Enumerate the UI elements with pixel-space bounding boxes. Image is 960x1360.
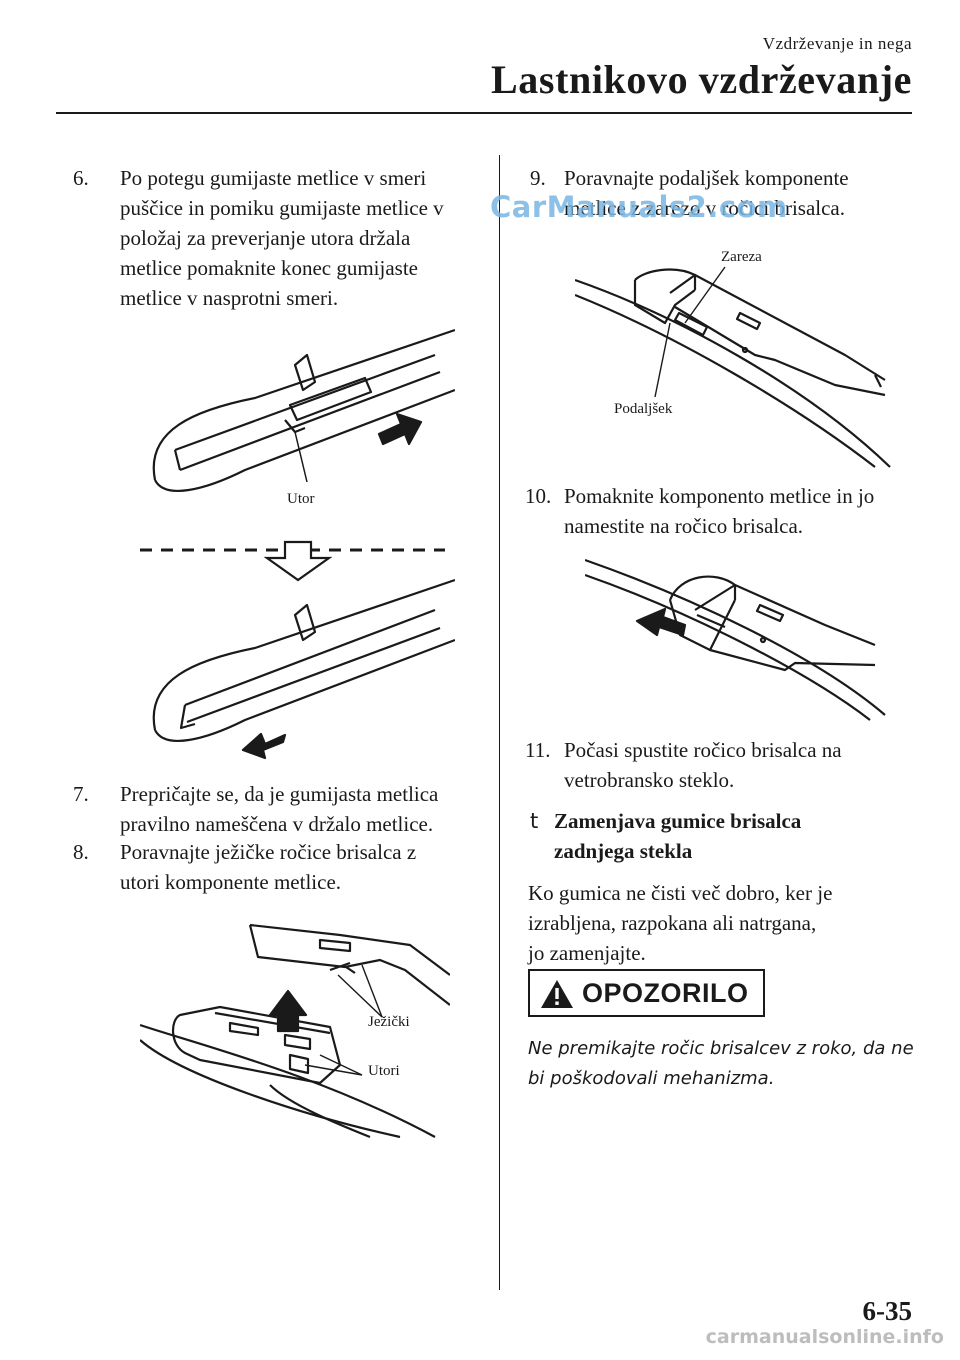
step-line: Poravnajte ježičke ročice brisalca z	[120, 840, 417, 864]
blade-install-figure	[585, 555, 905, 725]
header-rule	[56, 112, 912, 114]
warning-label: OPOZORILO	[582, 978, 749, 1008]
label-utor: Utor	[287, 491, 315, 507]
label-podaljsek: Podaljšek	[614, 401, 673, 417]
wiper-arm-tabs-illustration	[140, 923, 450, 1139]
wiper-blade-slide-illustration	[140, 328, 455, 760]
warning-line: Ne premikajte ročic brisalcev z roko, da…	[528, 1038, 914, 1059]
step-line: utori komponente metlice.	[120, 870, 342, 894]
step-text: Poravnajte podaljšek komponente metlice …	[564, 163, 849, 223]
blade-install-illustration	[585, 558, 886, 721]
step-number: 11.	[525, 738, 551, 762]
step-10: 10. Pomaknite komponento metlice in jo n…	[525, 481, 945, 541]
wiper-arm-tabs-figure	[140, 915, 450, 1140]
step-line: Poravnajte podaljšek komponente	[564, 166, 849, 190]
step-line: namestite na ročico brisalca.	[564, 514, 804, 538]
step-text: Počasi spustite ročico brisalca na vetro…	[564, 735, 842, 795]
warning-line: bi poškodovali mehanizma.	[528, 1068, 775, 1089]
step-number: 9.	[530, 166, 546, 190]
section-title: Zamenjava gumice brisalca zadnjega stekl…	[554, 806, 854, 866]
step-line: metlice pomaknite konec gumijaste	[120, 256, 418, 280]
footer-watermark: carmanualsonline.info	[705, 1326, 944, 1348]
step-line: vetrobransko steklo.	[564, 768, 735, 792]
step-number: 10.	[525, 484, 552, 508]
step-number: 6.	[73, 166, 89, 190]
label-zareza: Zareza	[721, 249, 762, 265]
step-11: 11. Počasi spustite ročico brisalca na v…	[525, 735, 945, 795]
step-8: 8. Poravnajte ježičke ročice brisalca z …	[73, 837, 493, 897]
step-line: Počasi spustite ročico brisalca na	[564, 738, 842, 762]
section-marker: t	[530, 809, 539, 833]
paragraph-line: jo zamenjajte.	[528, 941, 646, 965]
step-line: metlice z zarezo v ročici brisalca.	[564, 196, 845, 220]
step-text: Pomaknite komponento metlice in jo names…	[564, 481, 874, 541]
blade-extension-notch-illustration	[575, 266, 891, 468]
step-line: Prepričajte se, da je gumijasta metlica	[120, 782, 439, 806]
warning-triangle-icon	[541, 980, 573, 1008]
blade-extension-notch-figure	[575, 245, 895, 470]
column-divider	[499, 155, 500, 1290]
title-line: Zamenjava gumice brisalca	[554, 809, 802, 833]
step-6: 6. Po potegu gumijaste metlice v smeri p…	[73, 163, 493, 313]
page-title: Lastnikovo vzdrževanje	[491, 57, 912, 102]
step-number: 8.	[73, 840, 89, 864]
step-line: Po potegu gumijaste metlice v smeri	[120, 166, 427, 190]
warning-note: Ne premikajte ročic brisalcev z roko, da…	[528, 1034, 928, 1094]
warning-box: OPOZORILO	[528, 969, 765, 1017]
step-line: položaj za preverjanje utora držala	[120, 226, 411, 250]
step-text: Poravnajte ježičke ročice brisalca z uto…	[120, 837, 416, 897]
step-number: 7.	[73, 782, 89, 806]
step-text: Prepričajte se, da je gumijasta metlica …	[120, 779, 438, 839]
step-line: metlice v nasprotni smeri.	[120, 286, 339, 310]
step-text: Po potegu gumijaste metlice v smeri pušč…	[120, 163, 444, 313]
wiper-blade-slide-figure	[135, 310, 455, 765]
step-line: puščice in pomiku gumijaste metlice v	[120, 196, 444, 220]
step-line: Pomaknite komponento metlice in jo	[564, 484, 875, 508]
watermark: CarManuals2.com	[490, 190, 788, 224]
step-line: pravilno nameščena v držalo metlice.	[120, 812, 434, 836]
step-7: 7. Prepričajte se, da je gumijasta metli…	[73, 779, 493, 839]
title-line: zadnjega stekla	[554, 839, 693, 863]
label-jezicki: Ježički	[368, 1014, 410, 1030]
page-number: 6-35	[862, 1296, 913, 1326]
paragraph-line: izrabljena, razpokana ali natrgana,	[528, 911, 817, 935]
rear-wiper-paragraph: Ko gumica ne čisti več dobro, ker je izr…	[528, 878, 908, 968]
paragraph-line: Ko gumica ne čisti več dobro, ker je	[528, 881, 833, 905]
step-9: 9. Poravnajte podaljšek komponente metli…	[530, 163, 930, 223]
section-name: Vzdrževanje in nega	[762, 34, 912, 53]
label-utori: Utori	[368, 1063, 400, 1079]
